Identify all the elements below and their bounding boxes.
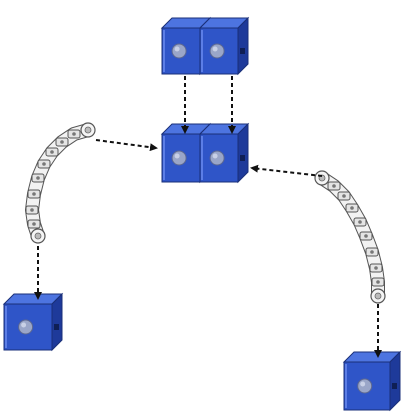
arm-segment: [345, 203, 359, 213]
arm-segment: [25, 205, 39, 215]
arm-segment: [337, 191, 351, 201]
arm-segment: [27, 219, 41, 229]
arm-segment: [31, 173, 45, 183]
arm-segment: [45, 147, 59, 157]
arm-segment: [359, 231, 373, 241]
arrows-group: [34, 76, 382, 358]
bottom-right-cube: [342, 350, 402, 412]
arm-segment: [27, 189, 41, 199]
bottom-left-cube: [2, 292, 64, 352]
left-flexible-arm: [25, 122, 96, 244]
dashed-arrow: [95, 139, 158, 152]
arm-segment: [353, 217, 367, 227]
arm-segment: [37, 159, 51, 169]
arm-segment: [55, 137, 69, 147]
top-right-cube: [198, 16, 250, 76]
arm-connector: [314, 170, 330, 186]
arm-segment: [327, 181, 341, 191]
arm-segment: [365, 247, 379, 257]
arm-segment: [369, 263, 383, 273]
arm-segment: [371, 277, 385, 287]
mid-right-cube: [198, 122, 250, 184]
arm-segment: [67, 129, 81, 139]
arm-connector: [30, 228, 46, 244]
arm-connector: [370, 288, 386, 304]
right-flexible-arm: [314, 170, 386, 304]
dashed-arrow: [250, 164, 323, 177]
arm-connector: [80, 122, 96, 138]
